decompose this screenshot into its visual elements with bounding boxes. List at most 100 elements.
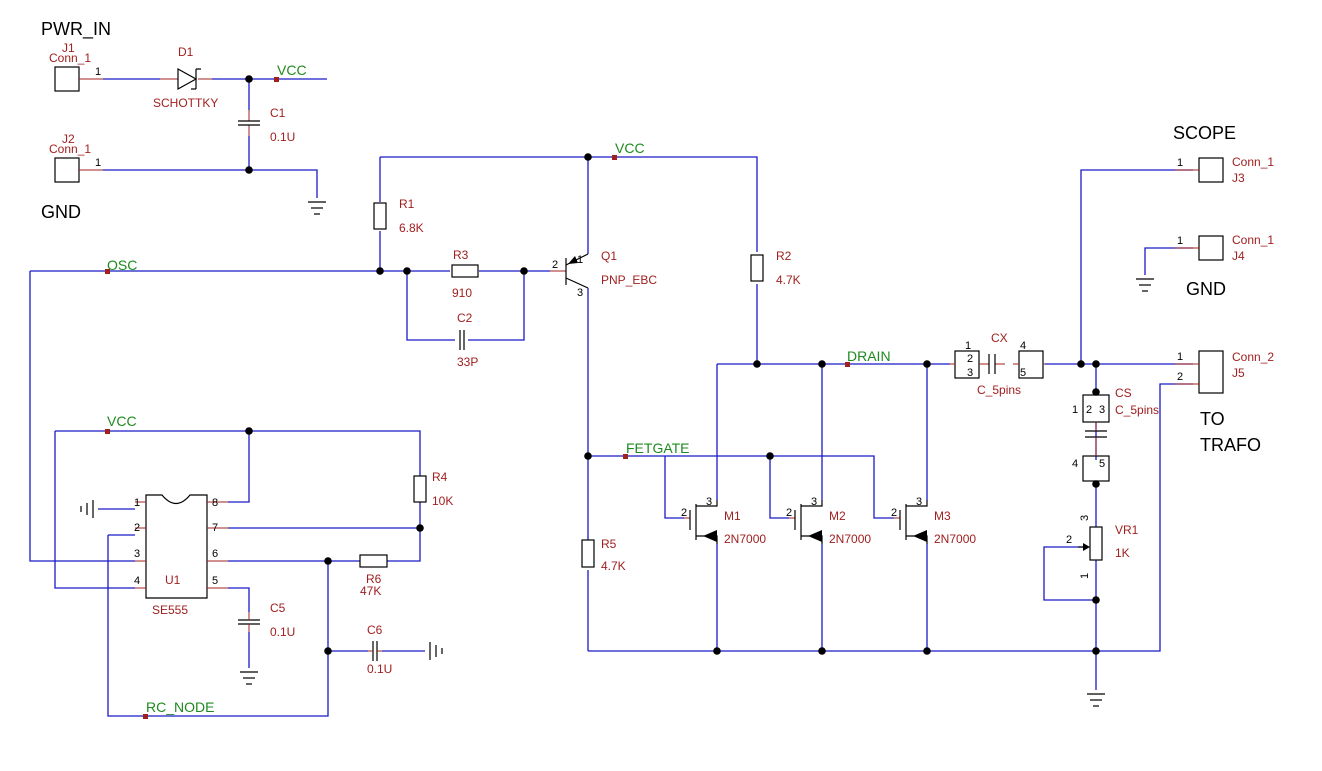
net-labels: VCC VCC OSC DRAIN FETGATE VCC RC_NODE <box>105 62 891 719</box>
connector-j4: 1 Conn_1 J4 <box>1175 233 1274 263</box>
capacitor-c5: C5 0.1U <box>238 601 295 639</box>
svg-text:6: 6 <box>212 548 218 560</box>
ic-u1: 1 2 3 4 5 6 7 8 U1 SE555 <box>134 494 228 617</box>
svg-text:FETGATE: FETGATE <box>626 440 690 456</box>
capacitor-c2: C2 33P <box>457 311 478 369</box>
svg-text:2: 2 <box>1177 371 1183 383</box>
connector-j1: J1 Conn_1 1 <box>49 41 103 92</box>
connector-j3: 1 Conn_1 J3 <box>1175 155 1274 185</box>
pwr-in-label: PWR_IN <box>41 19 111 40</box>
capacitor-c6: C6 0.1U <box>367 623 392 676</box>
svg-text:3: 3 <box>577 287 583 299</box>
svg-text:0.1U: 0.1U <box>270 130 295 144</box>
resistor-r6: R6 47K <box>359 554 388 598</box>
svg-text:Conn_1: Conn_1 <box>49 142 91 156</box>
svg-text:VCC: VCC <box>107 413 137 429</box>
svg-text:J3: J3 <box>1232 171 1245 185</box>
section-labels: PWR_IN GND SCOPE GND TO TRAFO <box>41 19 1261 455</box>
ground-c6 <box>429 642 443 660</box>
to-label: TO <box>1200 409 1225 429</box>
svg-text:1: 1 <box>1072 404 1078 416</box>
gnd-right-label: GND <box>1186 279 1226 299</box>
svg-text:6.8K: 6.8K <box>399 221 424 235</box>
svg-text:2: 2 <box>891 507 897 519</box>
junctions <box>245 75 1100 655</box>
scope-label: SCOPE <box>1173 123 1236 143</box>
svg-text:2: 2 <box>134 522 140 534</box>
ground-u1-pin1 <box>80 500 94 518</box>
svg-text:2: 2 <box>786 507 792 519</box>
svg-text:5: 5 <box>212 575 218 587</box>
svg-text:C_5pins: C_5pins <box>1115 403 1159 417</box>
svg-text:5: 5 <box>1099 458 1105 470</box>
svg-text:D1: D1 <box>178 45 194 59</box>
svg-text:4: 4 <box>134 575 140 587</box>
svg-text:4.7K: 4.7K <box>601 559 626 573</box>
svg-text:C2: C2 <box>457 311 473 325</box>
svg-text:3: 3 <box>1099 404 1105 416</box>
svg-text:0.1U: 0.1U <box>270 625 295 639</box>
svg-text:1: 1 <box>95 66 101 78</box>
svg-text:J5: J5 <box>1232 366 1245 380</box>
svg-text:2: 2 <box>967 353 973 365</box>
svg-text:R2: R2 <box>776 249 792 263</box>
resistor-r2: R2 4.7K <box>750 249 801 287</box>
connector-j2: J2 Conn_1 1 <box>49 132 103 183</box>
svg-text:PNP_EBC: PNP_EBC <box>601 273 657 287</box>
mosfet-m3: 2 3 M3 2N7000 <box>891 496 976 546</box>
svg-text:SCHOTTKY: SCHOTTKY <box>153 96 218 110</box>
svg-text:SE555: SE555 <box>152 603 188 617</box>
svg-text:2N7000: 2N7000 <box>724 532 766 546</box>
svg-text:3: 3 <box>706 496 712 508</box>
svg-text:RC_NODE: RC_NODE <box>146 699 214 715</box>
svg-text:2N7000: 2N7000 <box>934 532 976 546</box>
diode-d1: D1 SCHOTTKY <box>153 45 218 110</box>
capacitor-cx: 1 2 3 4 5 CX C_5pins <box>950 331 1045 397</box>
svg-text:47K: 47K <box>360 584 381 598</box>
svg-text:M2: M2 <box>829 509 846 523</box>
svg-text:1: 1 <box>1177 235 1183 247</box>
svg-text:Conn_1: Conn_1 <box>1232 233 1274 247</box>
svg-text:33P: 33P <box>457 355 478 369</box>
connector-j5: 1 2 Conn_2 J5 <box>1175 350 1274 394</box>
svg-text:4.7K: 4.7K <box>776 273 801 287</box>
gnd-left-label: GND <box>41 202 81 222</box>
resistor-r3: R3 910 <box>451 248 479 300</box>
svg-text:VR1: VR1 <box>1115 523 1139 537</box>
svg-text:CX: CX <box>991 331 1008 345</box>
svg-text:R3: R3 <box>453 248 469 262</box>
svg-text:CS: CS <box>1115 386 1132 400</box>
capacitor-c1: C1 0.1U <box>238 106 295 144</box>
ground-symbols <box>80 201 1155 707</box>
svg-text:3: 3 <box>1079 515 1091 521</box>
svg-text:DRAIN: DRAIN <box>847 348 891 364</box>
svg-text:R6: R6 <box>366 572 382 586</box>
svg-text:8: 8 <box>212 497 218 509</box>
svg-text:4: 4 <box>1072 458 1078 470</box>
svg-text:J4: J4 <box>1232 249 1245 263</box>
svg-text:10K: 10K <box>432 494 453 508</box>
svg-text:1: 1 <box>1079 573 1091 579</box>
svg-text:Conn_2: Conn_2 <box>1232 350 1274 364</box>
svg-text:C1: C1 <box>270 106 286 120</box>
svg-text:5: 5 <box>1020 367 1026 379</box>
svg-text:3: 3 <box>916 496 922 508</box>
svg-text:1K: 1K <box>1115 546 1130 560</box>
svg-text:2: 2 <box>1086 404 1092 416</box>
svg-text:2N7000: 2N7000 <box>829 532 871 546</box>
svg-text:U1: U1 <box>165 573 181 587</box>
potentiometer-vr1: 2 3 1 VR1 1K <box>1066 515 1139 579</box>
svg-text:R5: R5 <box>601 537 617 551</box>
svg-text:0.1U: 0.1U <box>367 662 392 676</box>
trafo-label: TRAFO <box>1200 435 1261 455</box>
svg-text:3: 3 <box>967 367 973 379</box>
svg-text:C5: C5 <box>270 601 286 615</box>
transistor-q1: 2 1 3 Q1 PNP_EBC <box>550 249 657 299</box>
resistor-r4: R4 10K <box>413 470 453 508</box>
svg-text:Q1: Q1 <box>601 249 617 263</box>
svg-text:C_5pins: C_5pins <box>977 383 1021 397</box>
resistor-r5: R5 4.7K <box>581 537 626 573</box>
svg-text:OSC: OSC <box>107 257 137 273</box>
svg-text:1: 1 <box>1177 351 1183 363</box>
